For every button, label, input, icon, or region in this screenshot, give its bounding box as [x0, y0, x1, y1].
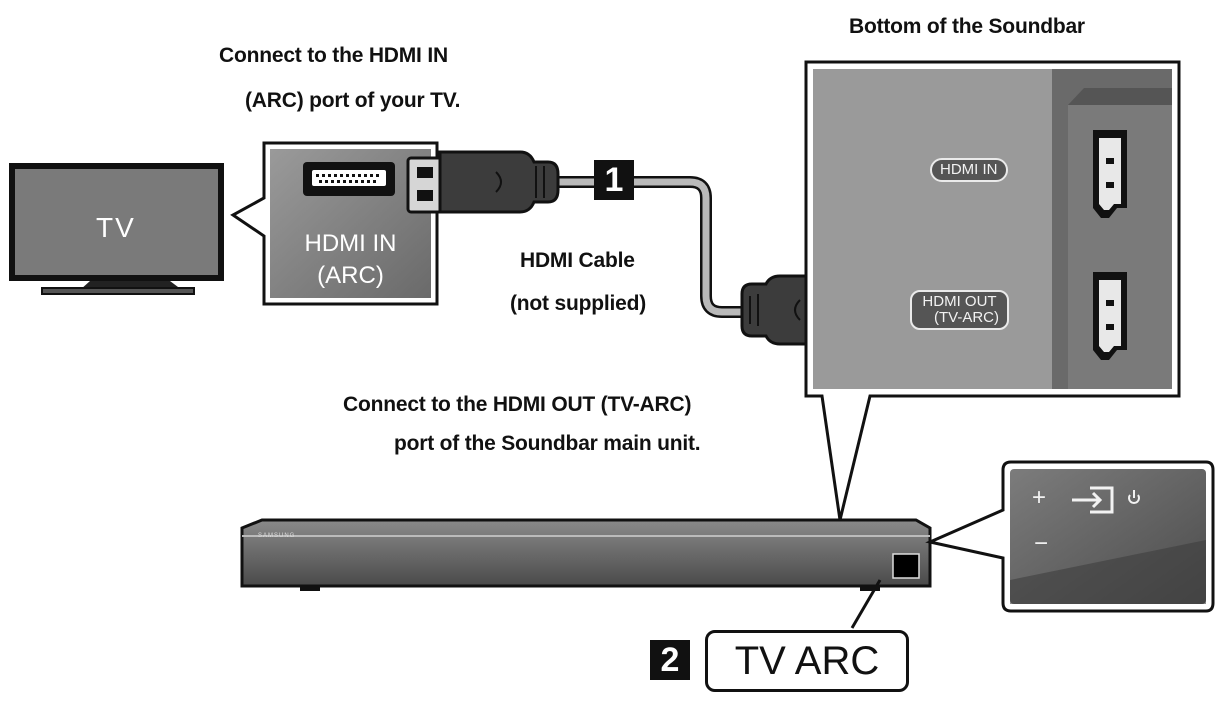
hdmi-out-port-soundbar [1093, 272, 1127, 360]
caption-soundbar-bottom: Bottom of the Soundbar [849, 15, 1085, 38]
caption-tv-port-line1: Connect to the HDMI IN [219, 44, 448, 67]
hdmi-in-port-soundbar [1093, 130, 1127, 218]
soundbar-hdmi-in-label: HDMI IN [930, 158, 1008, 182]
input-source-icon [1072, 486, 1114, 514]
tv-base [41, 287, 195, 295]
soundbar-brand-logo: SAMSUNG [258, 533, 296, 539]
soundbar-display-window [892, 553, 920, 579]
caption-cable-line1: HDMI Cable [520, 249, 635, 272]
power-icon [1128, 490, 1140, 504]
caption-soundbar-port-line2: port of the Soundbar main unit. [394, 432, 701, 455]
caption-cable-line2: (not supplied) [510, 292, 647, 315]
soundbar-control-panel-callout [925, 460, 1215, 613]
caption-soundbar-port-line1: Connect to the HDMI OUT (TV-ARC) [343, 393, 692, 416]
volume-down-button: − [1034, 530, 1049, 557]
caption-tv-port-line2: (ARC) port of your TV. [245, 89, 461, 112]
tv-label: TV [96, 212, 136, 243]
soundbar-hdmi-out-label: HDMI OUT (TV-ARC) [910, 290, 1009, 330]
soundbar-hdmi-out-label-line1: HDMI OUT [922, 293, 997, 310]
hdmi-cable [549, 176, 751, 318]
tv-port-label-line2: (ARC) [317, 262, 384, 289]
tv-arc-display-callout: TV ARC [705, 630, 909, 692]
hdmi-plug-tv-end [406, 150, 560, 214]
tv-screen [15, 169, 218, 275]
volume-up-button: + [1032, 484, 1047, 511]
step-1-badge: 1 [594, 160, 634, 200]
tv-port-label-line1: HDMI IN [304, 230, 397, 257]
step-2-badge: 2 [650, 640, 690, 680]
soundbar-hdmi-out-label-line2: (TV-ARC) [934, 309, 999, 326]
tv-illustration [9, 163, 224, 295]
soundbar-main-unit [240, 518, 932, 629]
